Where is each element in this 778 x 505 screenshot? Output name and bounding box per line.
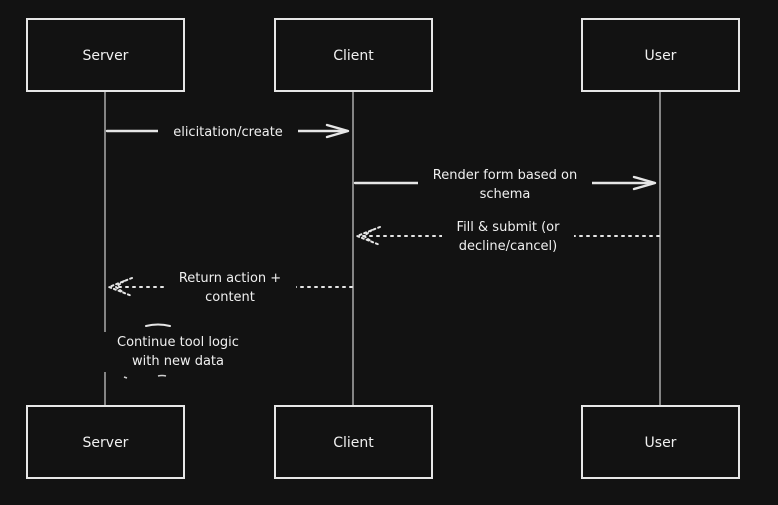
arrow-right-icon xyxy=(325,123,350,139)
actor-user-bottom: User xyxy=(581,405,740,479)
message-label: Return action + xyxy=(179,271,281,286)
actor-label: Server xyxy=(83,48,129,64)
arrow-left-icon xyxy=(106,277,133,297)
arrow-left-icon xyxy=(362,229,373,243)
arrow-right-icon xyxy=(632,175,657,191)
message-fill-submit: Fill & submit (or decline/cancel) xyxy=(354,216,660,256)
message-label: decline/cancel) xyxy=(459,239,557,254)
server-self-note: Continue tool logic with new data xyxy=(104,323,252,379)
actor-server-bottom: Server xyxy=(26,405,185,479)
actor-label: User xyxy=(645,48,677,64)
message-label: Render form based on xyxy=(433,168,577,183)
actor-label: Server xyxy=(83,435,129,451)
message-render-form: Render form based on schema xyxy=(353,164,657,204)
message-label: Fill & submit (or xyxy=(457,220,561,235)
message-label: schema xyxy=(480,187,531,202)
arrow-left-icon xyxy=(114,280,125,294)
actor-label: Client xyxy=(333,435,374,451)
message-label: elicitation/create xyxy=(173,125,283,140)
actor-client-top: Client xyxy=(274,18,433,92)
actor-label: User xyxy=(645,435,677,451)
message-elicitation-create: elicitation/create xyxy=(105,121,350,141)
actor-server-top: Server xyxy=(26,18,185,92)
actor-client-bottom: Client xyxy=(274,405,433,479)
note-text: Continue tool logic xyxy=(117,335,239,350)
message-return-action: Return action + content xyxy=(106,268,353,308)
arrow-left-icon xyxy=(354,226,381,246)
note-text: with new data xyxy=(132,354,224,369)
actor-label: Client xyxy=(333,48,374,64)
actor-user-top: User xyxy=(581,18,740,92)
message-label: content xyxy=(205,290,255,305)
